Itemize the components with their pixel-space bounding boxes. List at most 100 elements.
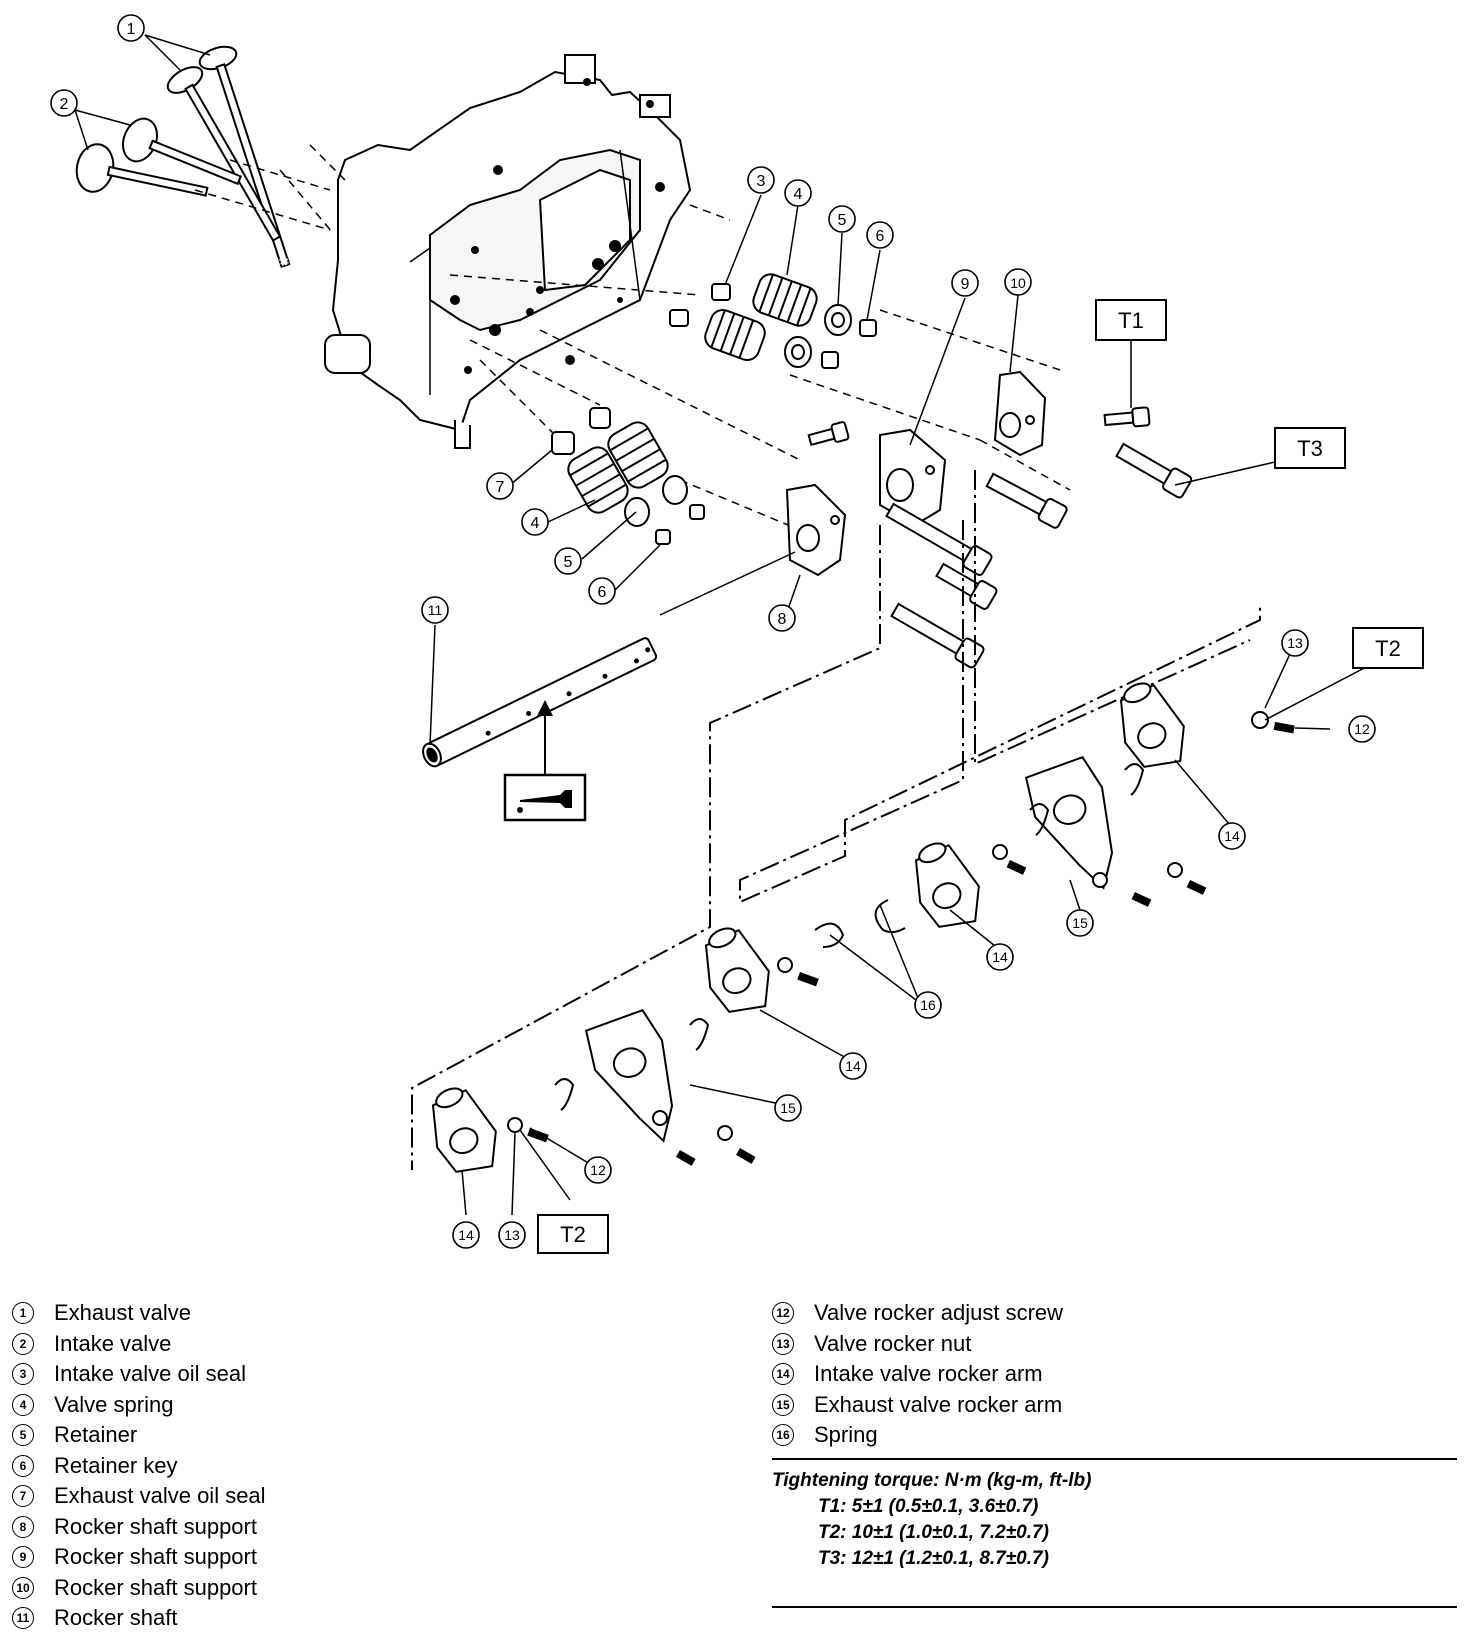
legend-item: 10 Rocker shaft support bbox=[12, 1573, 266, 1604]
legend-label: Rocker shaft support bbox=[54, 1574, 257, 1600]
legend-label: Rocker shaft support bbox=[54, 1544, 257, 1570]
svg-text:14: 14 bbox=[992, 949, 1008, 965]
cylinder-head bbox=[324, 54, 692, 449]
legend-number: 10 bbox=[12, 1576, 34, 1599]
callout-8: 8 bbox=[768, 604, 796, 632]
legend-number: 9 bbox=[12, 1546, 34, 1569]
legend-label: Exhaust valve bbox=[54, 1300, 191, 1326]
svg-text:16: 16 bbox=[920, 997, 936, 1013]
callout-14-c: 14 bbox=[839, 1052, 867, 1080]
svg-text:4: 4 bbox=[794, 186, 803, 203]
torque-tags: T1 T3 T2 T2 bbox=[537, 299, 1424, 1254]
callout-15-upper: 15 bbox=[1066, 909, 1094, 937]
torque-tag-t3-text: T3 bbox=[1297, 436, 1323, 461]
callout-13-upper: 13 bbox=[1281, 629, 1309, 657]
svg-text:1: 1 bbox=[127, 21, 136, 38]
leader-lines bbox=[74, 34, 1371, 1216]
legend-number: 11 bbox=[12, 1607, 34, 1630]
torque-tag-t3 bbox=[1274, 427, 1346, 469]
intake-valves bbox=[75, 117, 243, 197]
legend-label: Intake valve oil seal bbox=[54, 1361, 246, 1387]
valve-dashed-lines bbox=[194, 144, 1071, 531]
torque-title: Tightening torque: N·m (kg-m, ft-lb) bbox=[772, 1470, 1092, 1491]
legend-label: Exhaust valve rocker arm bbox=[814, 1391, 1063, 1417]
legend-label: Retainer key bbox=[54, 1452, 178, 1478]
legend-number: 15 bbox=[772, 1393, 794, 1416]
callout-1: 1 bbox=[117, 14, 145, 42]
legend-item: 12 Valve rocker adjust screw bbox=[772, 1298, 1063, 1329]
svg-text:4: 4 bbox=[531, 515, 540, 532]
legend-label: Intake valve bbox=[54, 1330, 172, 1356]
support-9 bbox=[879, 428, 947, 527]
legend-number: 6 bbox=[12, 1454, 34, 1477]
svg-text:12: 12 bbox=[590, 1162, 606, 1178]
torque-tag-t1-text: T1 bbox=[1118, 308, 1144, 333]
torque-tag-t2-upper bbox=[1352, 627, 1424, 669]
legend-number: 3 bbox=[12, 1363, 34, 1386]
upper-spring-set bbox=[669, 273, 877, 369]
callout-13-lower: 13 bbox=[498, 1221, 526, 1249]
svg-text:15: 15 bbox=[1072, 915, 1088, 931]
callout-6: 6 bbox=[866, 221, 894, 249]
svg-text:11: 11 bbox=[428, 602, 443, 618]
rocker-arms-upper bbox=[874, 682, 1295, 934]
legend-item: 11 Rocker shaft bbox=[12, 1603, 266, 1634]
assembly-outline bbox=[411, 470, 1261, 1170]
legend-number: 16 bbox=[772, 1424, 794, 1447]
svg-text:9: 9 bbox=[961, 276, 970, 293]
svg-text:7: 7 bbox=[496, 479, 505, 496]
svg-text:6: 6 bbox=[876, 228, 885, 245]
torque-bottom-rule bbox=[772, 1606, 1457, 1608]
callout-12-upper: 12 bbox=[1348, 715, 1376, 743]
svg-text:13: 13 bbox=[1287, 635, 1303, 651]
svg-text:8: 8 bbox=[778, 611, 787, 628]
torque-top-rule bbox=[772, 1458, 1457, 1460]
svg-text:5: 5 bbox=[838, 212, 847, 229]
callout-4b: 4 bbox=[521, 508, 549, 536]
callouts: 1 2 3 4 5 6 9 10 7 4 5 6 8 11 13 12 14 1… bbox=[50, 14, 1376, 1249]
legend-number: 8 bbox=[12, 1515, 34, 1538]
rocker-shaft-supports bbox=[785, 370, 1193, 669]
callout-3: 3 bbox=[747, 166, 775, 194]
legend-label: Valve rocker adjust screw bbox=[814, 1300, 1064, 1326]
callout-14-a: 14 bbox=[1218, 822, 1246, 850]
torque-tag-t2-upper-text: T2 bbox=[1375, 636, 1401, 661]
legend-number: 12 bbox=[772, 1302, 794, 1325]
torque-row-t3: T3: 12±1 (1.2±0.1, 8.7±0.7) bbox=[818, 1548, 1049, 1569]
legend-number: 4 bbox=[12, 1393, 34, 1416]
svg-text:14: 14 bbox=[458, 1227, 474, 1243]
torque-tag-t2-lower bbox=[537, 1214, 609, 1254]
callout-2: 2 bbox=[50, 89, 78, 117]
svg-text:3: 3 bbox=[757, 173, 766, 190]
callout-5: 5 bbox=[828, 205, 856, 233]
svg-text:12: 12 bbox=[1354, 721, 1370, 737]
legend-label: Rocker shaft bbox=[54, 1605, 178, 1631]
legend-item: 6 Retainer key bbox=[12, 1451, 266, 1482]
callout-15-lower: 15 bbox=[774, 1094, 802, 1122]
callout-7: 7 bbox=[486, 472, 514, 500]
torque-tag-t2-lower-text: T2 bbox=[560, 1222, 586, 1247]
exhaust-valves bbox=[166, 45, 291, 268]
svg-text:5: 5 bbox=[564, 554, 573, 571]
legend-label: Exhaust valve oil seal bbox=[54, 1483, 266, 1509]
svg-text:13: 13 bbox=[504, 1227, 520, 1243]
legend-item: 8 Rocker shaft support bbox=[12, 1512, 266, 1543]
callout-9: 9 bbox=[951, 269, 979, 297]
legend-number: 13 bbox=[772, 1332, 794, 1355]
svg-text:15: 15 bbox=[780, 1100, 796, 1116]
svg-text:10: 10 bbox=[1010, 275, 1026, 291]
svg-text:2: 2 bbox=[60, 96, 69, 113]
grease-symbol bbox=[503, 700, 587, 822]
legend-label: Rocker shaft support bbox=[54, 1513, 257, 1539]
legend-number: 7 bbox=[12, 1485, 34, 1508]
torque-row-t1: T1: 5±1 (0.5±0.1, 3.6±0.7) bbox=[818, 1496, 1039, 1517]
torque-tag-t1 bbox=[1095, 299, 1167, 341]
legend-number: 14 bbox=[772, 1363, 794, 1386]
callout-11: 11 bbox=[421, 596, 449, 624]
